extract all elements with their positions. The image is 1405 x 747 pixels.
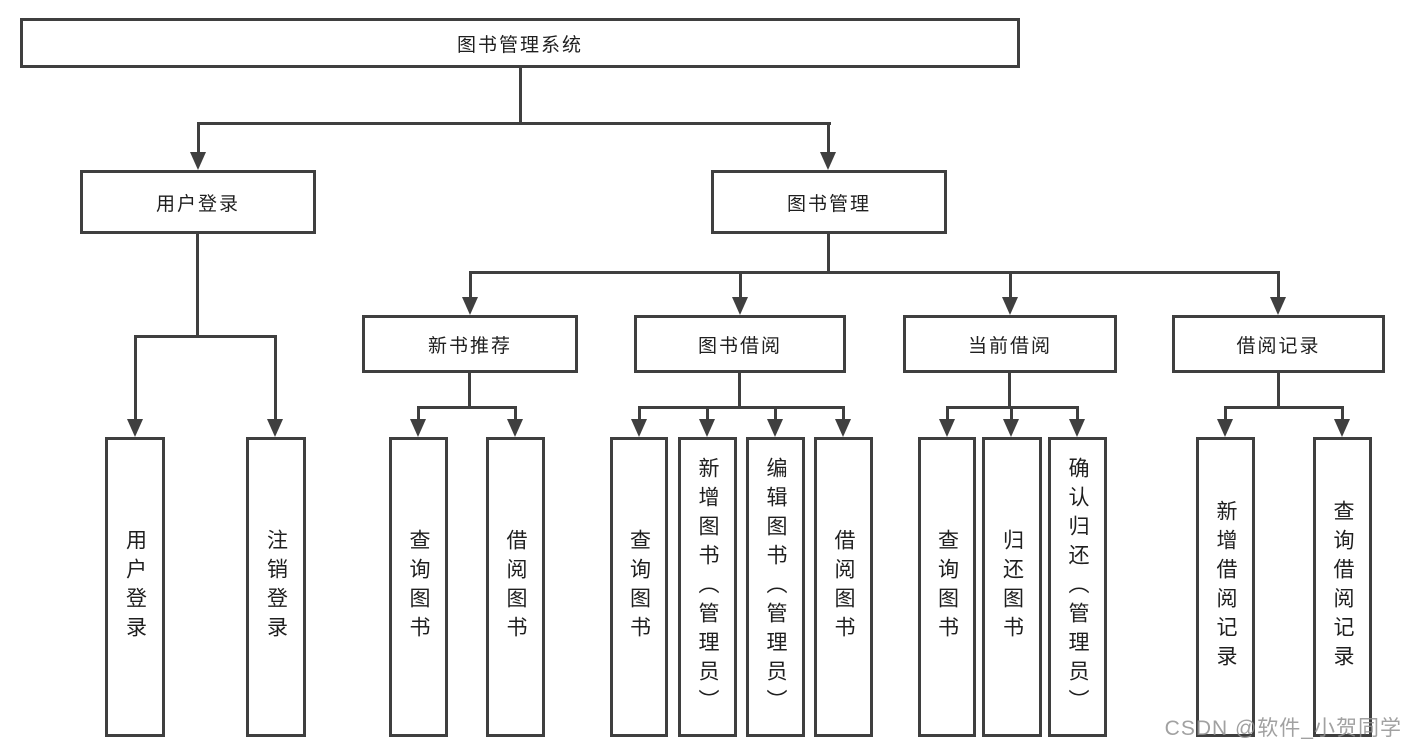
node-label: 新书推荐 xyxy=(427,335,512,357)
leaf-return-books: 归还图书 xyxy=(982,437,1042,737)
connector-userlogin-hbar xyxy=(134,335,277,338)
node-book-management: 图书管理 xyxy=(711,170,947,234)
connector-drop-br-query xyxy=(1341,406,1344,421)
connector-drop-nb-borrow xyxy=(514,406,517,421)
leaf-query-books-recommend: 查询图书 xyxy=(389,437,448,737)
arrow-cb-confirm xyxy=(1069,419,1085,437)
leaf-add-borrow-record: 新增借阅记录 xyxy=(1196,437,1255,737)
connector-drop-book-management xyxy=(827,122,830,154)
connector-borrow-stem xyxy=(738,373,741,409)
connector-root-hbar xyxy=(197,122,831,125)
arrow-bb-add xyxy=(699,419,715,437)
connector-drop-bb-add xyxy=(706,406,709,421)
leaf-label: 借阅图书 xyxy=(832,529,855,645)
connector-drop-logout-leaf xyxy=(274,335,277,420)
arrow-login-leaf xyxy=(127,419,143,437)
leaf-label: 用户登录 xyxy=(123,529,147,645)
connector-drop-bb-query xyxy=(638,406,641,421)
leaf-label: 确认归还（管理员） xyxy=(1066,456,1089,718)
connector-drop-user-login xyxy=(197,122,200,154)
connector-borrow-hbar xyxy=(638,406,845,409)
arrow-nb-borrow xyxy=(507,419,523,437)
leaf-confirm-return-admin: 确认归还（管理员） xyxy=(1048,437,1107,737)
leaf-label: 借阅图书 xyxy=(504,529,527,645)
node-label: 图书借阅 xyxy=(697,335,782,357)
leaf-borrow-books: 借阅图书 xyxy=(814,437,873,737)
leaf-logout: 注销登录 xyxy=(246,437,306,737)
connector-bookmgmt-stem xyxy=(827,234,830,274)
connector-drop-cb-query xyxy=(946,406,949,421)
connector-drop-login-leaf xyxy=(134,335,137,420)
leaf-label: 编辑图书（管理员） xyxy=(764,456,787,718)
node-label: 当前借阅 xyxy=(967,335,1052,357)
arrow-cb-return xyxy=(1003,419,1019,437)
leaf-label: 查询借阅记录 xyxy=(1331,500,1354,674)
arrow-book-borrow xyxy=(732,297,748,315)
leaf-query-books-borrow: 查询图书 xyxy=(610,437,668,737)
csdn-watermark: CSDN @软件_小贺同学 xyxy=(1164,717,1402,740)
connector-userlogin-stem xyxy=(196,234,199,337)
connector-drop-bb-edit xyxy=(774,406,777,421)
node-label: 用户登录 xyxy=(155,193,240,215)
arrow-logout-leaf xyxy=(267,419,283,437)
node-book-borrowing: 图书借阅 xyxy=(634,315,846,373)
connector-drop-new-book xyxy=(469,271,472,298)
arrow-bb-borrow xyxy=(835,419,851,437)
connector-drop-br-add xyxy=(1224,406,1227,421)
leaf-query-books-current: 查询图书 xyxy=(918,437,976,737)
connector-drop-book-borrow xyxy=(739,271,742,298)
node-label: 借阅记录 xyxy=(1236,335,1321,357)
node-current-borrowing: 当前借阅 xyxy=(903,315,1117,373)
connector-drop-nb-query xyxy=(417,406,420,421)
arrow-br-add xyxy=(1217,419,1233,437)
connector-records-stem xyxy=(1277,373,1280,409)
leaf-label: 注销登录 xyxy=(264,529,288,645)
connector-drop-cb-return xyxy=(1010,406,1013,421)
arrow-user-login xyxy=(190,152,206,170)
leaf-label: 查询图书 xyxy=(627,529,651,645)
node-new-book-recommendation: 新书推荐 xyxy=(362,315,578,373)
connector-current-stem xyxy=(1008,373,1011,409)
leaf-user-login: 用户登录 xyxy=(105,437,165,737)
connector-root-stem xyxy=(519,68,522,123)
leaf-borrow-books-recommend: 借阅图书 xyxy=(486,437,545,737)
connector-bookmgmt-hbar xyxy=(469,271,1280,274)
arrow-book-management xyxy=(820,152,836,170)
arrow-cb-query xyxy=(939,419,955,437)
connector-drop-borrow-records xyxy=(1277,271,1280,298)
leaf-label: 查询图书 xyxy=(935,529,959,645)
leaf-add-books-admin: 新增图书（管理员） xyxy=(678,437,737,737)
connector-records-hbar xyxy=(1224,406,1344,409)
connector-newbook-hbar xyxy=(417,406,517,409)
leaf-label: 新增图书（管理员） xyxy=(696,456,719,718)
leaf-query-borrow-record: 查询借阅记录 xyxy=(1313,437,1372,737)
arrow-bb-edit xyxy=(767,419,783,437)
leaf-label: 归还图书 xyxy=(1000,529,1024,645)
connector-drop-bb-borrow xyxy=(842,406,845,421)
arrow-borrow-records xyxy=(1270,297,1286,315)
connector-drop-current-borrow xyxy=(1009,271,1012,298)
node-borrowing-records: 借阅记录 xyxy=(1172,315,1385,373)
node-user-login: 用户登录 xyxy=(80,170,316,234)
node-label: 图书管理系统 xyxy=(456,34,583,56)
leaf-edit-books-admin: 编辑图书（管理员） xyxy=(746,437,805,737)
arrow-nb-query xyxy=(410,419,426,437)
leaf-label: 查询图书 xyxy=(407,529,430,645)
connector-drop-cb-confirm xyxy=(1076,406,1079,421)
arrow-bb-query xyxy=(631,419,647,437)
arrow-new-book xyxy=(462,297,478,315)
node-label: 图书管理 xyxy=(786,193,871,215)
connector-newbook-stem xyxy=(468,373,471,409)
leaf-label: 新增借阅记录 xyxy=(1214,500,1237,674)
arrow-current-borrow xyxy=(1002,297,1018,315)
node-library-management-system: 图书管理系统 xyxy=(20,18,1020,68)
arrow-br-query xyxy=(1334,419,1350,437)
